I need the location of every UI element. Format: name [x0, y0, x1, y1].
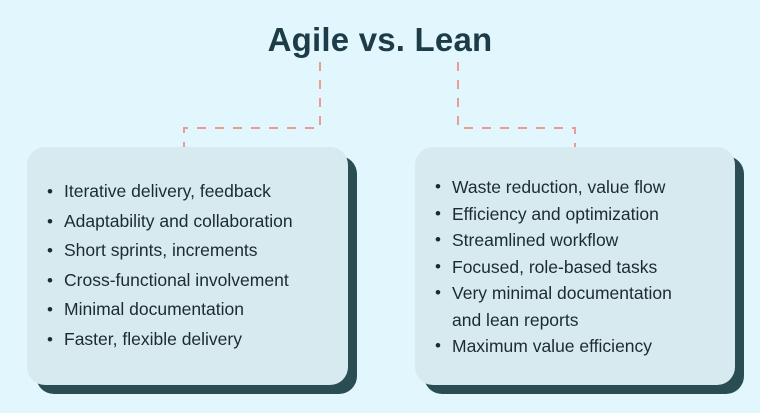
card-lean[interactable]: Waste reduction, value flow Efficiency a…	[415, 147, 744, 394]
connector-right	[457, 62, 576, 150]
list-item: Maximum value efficiency	[432, 333, 727, 360]
list-item: Short sprints, increments	[44, 236, 338, 266]
list-item: Cross-functional involvement	[44, 266, 338, 296]
card-lean-surface: Waste reduction, value flow Efficiency a…	[415, 147, 735, 385]
lean-bullet-list: Waste reduction, value flow Efficiency a…	[432, 174, 727, 360]
list-item: Minimal documentation	[44, 295, 338, 325]
card-agile-surface: Iterative delivery, feedback Adaptabilit…	[27, 147, 348, 385]
list-item: Focused, role-based tasks	[432, 254, 727, 281]
list-item: Very minimal documentation and lean repo…	[432, 280, 727, 333]
list-item: Iterative delivery, feedback	[44, 177, 338, 207]
card-agile[interactable]: Iterative delivery, feedback Adaptabilit…	[27, 147, 357, 394]
list-item: Adaptability and collaboration	[44, 207, 338, 237]
list-item: Efficiency and optimization	[432, 201, 727, 228]
agile-bullet-list: Iterative delivery, feedback Adaptabilit…	[44, 177, 338, 354]
connector-left	[183, 62, 321, 150]
list-item: Streamlined workflow	[432, 227, 727, 254]
page-title: Agile vs. Lean	[267, 21, 493, 58]
list-item: Waste reduction, value flow	[432, 174, 727, 201]
list-item: Faster, flexible delivery	[44, 325, 338, 355]
